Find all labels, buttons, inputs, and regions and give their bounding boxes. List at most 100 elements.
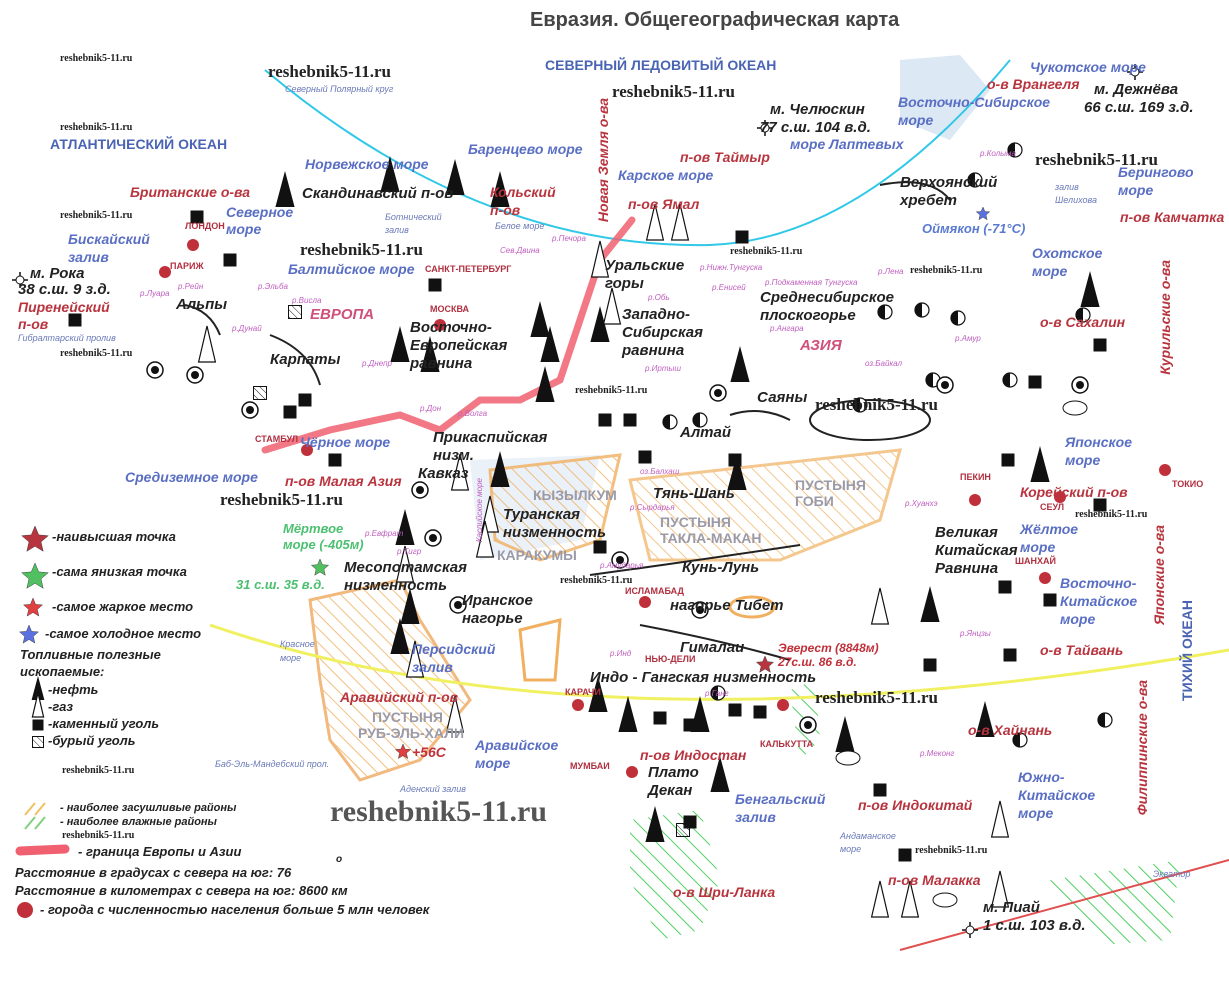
desert-label: КАРАКУМЫ — [497, 547, 577, 563]
oil-icon — [530, 301, 550, 337]
peninsula-label: п-ов Ямал — [628, 196, 700, 212]
watermark: reshebnik5-11.ru — [330, 795, 547, 828]
river-label: р.Енисей — [712, 283, 746, 292]
lake-icon — [835, 750, 861, 766]
gas-icon — [590, 240, 610, 278]
landform-label: низм. — [433, 447, 474, 464]
sea-label: Восточно- — [1060, 575, 1137, 591]
landform-label: 77 с.ш. 104 в.д. — [760, 119, 871, 136]
geo-small-label: Ботнический — [385, 212, 442, 222]
sea-label: Китайское — [1060, 593, 1138, 609]
sea-label: Бискайский — [68, 231, 150, 247]
city-label: СЕУЛ — [1040, 502, 1065, 512]
watermark: reshebnik5-11.ru — [60, 53, 133, 64]
watermark: reshebnik5-11.ru — [915, 845, 988, 856]
gas-icon — [395, 545, 415, 583]
city-label: ПАРИЖ — [170, 261, 204, 271]
mountain-ridge — [269, 334, 321, 386]
desert-label: КЫЗЫЛКУМ — [533, 487, 617, 503]
ore-icon — [663, 415, 670, 429]
gas-icon — [900, 880, 920, 918]
oil-icon — [490, 451, 510, 487]
continent-asia: АЗИЯ — [800, 337, 842, 354]
oil-icon — [31, 676, 45, 700]
river-label: р.Обь — [648, 293, 670, 302]
radiation-icon — [1076, 381, 1084, 389]
peninsula-label: п-ов Малакка — [888, 872, 981, 888]
river-label: оз.Байкал — [865, 359, 903, 368]
coal-icon — [328, 453, 342, 467]
peninsula-label: Британские о-ва — [130, 184, 251, 200]
gas-icon — [405, 640, 425, 678]
sea-label: Бенгальский — [735, 791, 826, 807]
coal-icon — [1028, 375, 1042, 389]
gas-icon — [870, 880, 890, 918]
sea-label: море — [898, 112, 934, 128]
legend-brown-coal: -бурый уголь — [48, 733, 136, 748]
radiation-icon — [696, 606, 704, 614]
mountain-ridge — [729, 410, 791, 421]
sea-label: Чукотское море — [1030, 59, 1146, 75]
humid-zone — [1050, 860, 1180, 945]
map-title: Евразия. Общегеографическая карта — [530, 9, 900, 31]
legend-humid-icon — [24, 816, 46, 830]
landform-label: Западно- — [622, 306, 690, 323]
water-area — [900, 55, 990, 140]
desert-label: ПУСТЫНЯ — [795, 477, 866, 493]
landform-label: Прикаспийская — [433, 429, 548, 446]
ore-icon — [853, 398, 860, 412]
gas-icon — [31, 692, 45, 718]
dead-sea-label: Мёртвое — [283, 521, 344, 536]
city-label: САНКТ-ПЕТЕРБУРГ — [425, 264, 512, 274]
everest-coords: 27с.ш. 86 в.д. — [778, 655, 857, 669]
river-label: р.Ангара — [770, 324, 804, 333]
city-dot — [639, 596, 651, 608]
landform-label: плоскогорье — [760, 307, 856, 324]
radiation-icon — [246, 406, 254, 414]
river-label: Сев.Двина — [500, 246, 540, 255]
sea-label: море — [475, 755, 511, 771]
gas-icon — [670, 203, 690, 241]
landform-label: Иранское — [462, 592, 533, 609]
peninsula-label: п-ов Индокитай — [858, 797, 973, 813]
sea-label: Восточно-Сибирское — [898, 94, 1051, 110]
river-label: р.Дон — [420, 404, 442, 413]
river-label: р.Хуанхэ — [905, 499, 938, 508]
coal-icon — [753, 705, 767, 719]
desert-label: ПУСТЫНЯ — [660, 514, 731, 530]
geo-small-label: Северный Полярный круг — [285, 84, 394, 94]
watermark: reshebnik5-11.ru — [612, 82, 735, 101]
hottest-label: +56С — [412, 744, 446, 760]
legend-dry: - наиболее засушливые районы — [60, 802, 237, 814]
desert-label: ТАКЛА-МАКАН — [660, 530, 762, 546]
river-label: р.Амур — [955, 334, 981, 343]
coal-icon — [190, 210, 204, 224]
landform-label: нагорье Тибет — [670, 597, 784, 614]
peninsula-label: п-ов Таймыр — [680, 149, 770, 165]
legend-oil: -нефть — [48, 682, 99, 697]
landform-label: м. Дежнёва — [1094, 81, 1179, 98]
river-label: р.Колыма — [980, 149, 1016, 158]
landform-label: Туранская — [503, 506, 580, 523]
geo-small-label: море — [840, 844, 862, 854]
arid-zone — [628, 448, 903, 562]
river-label: р.Висла — [292, 296, 322, 305]
oil-icon — [540, 326, 560, 362]
oil-icon — [727, 454, 747, 490]
legend-highest-star — [21, 525, 49, 552]
radiation-icon — [191, 371, 199, 379]
city-dot — [572, 699, 584, 711]
watermark: reshebnik5-11.ru — [730, 246, 803, 257]
ore-icon — [1003, 373, 1010, 387]
mountain-ridge — [589, 544, 801, 576]
caspian-sea-label: Каспийское море — [475, 478, 484, 543]
symbols-layer — [12, 64, 1171, 938]
watermark: reshebnik5-11.ru — [560, 575, 633, 586]
mountain-ridge — [809, 399, 931, 441]
radiation-icon — [151, 366, 159, 374]
peninsula-label: о-в Хайнань — [968, 722, 1053, 738]
sea-label: море — [1032, 263, 1068, 279]
peninsula-label: п-ов — [18, 316, 49, 332]
city-label: ШАНХАЙ — [1015, 556, 1057, 566]
landform-label: м. Рока — [30, 265, 85, 282]
